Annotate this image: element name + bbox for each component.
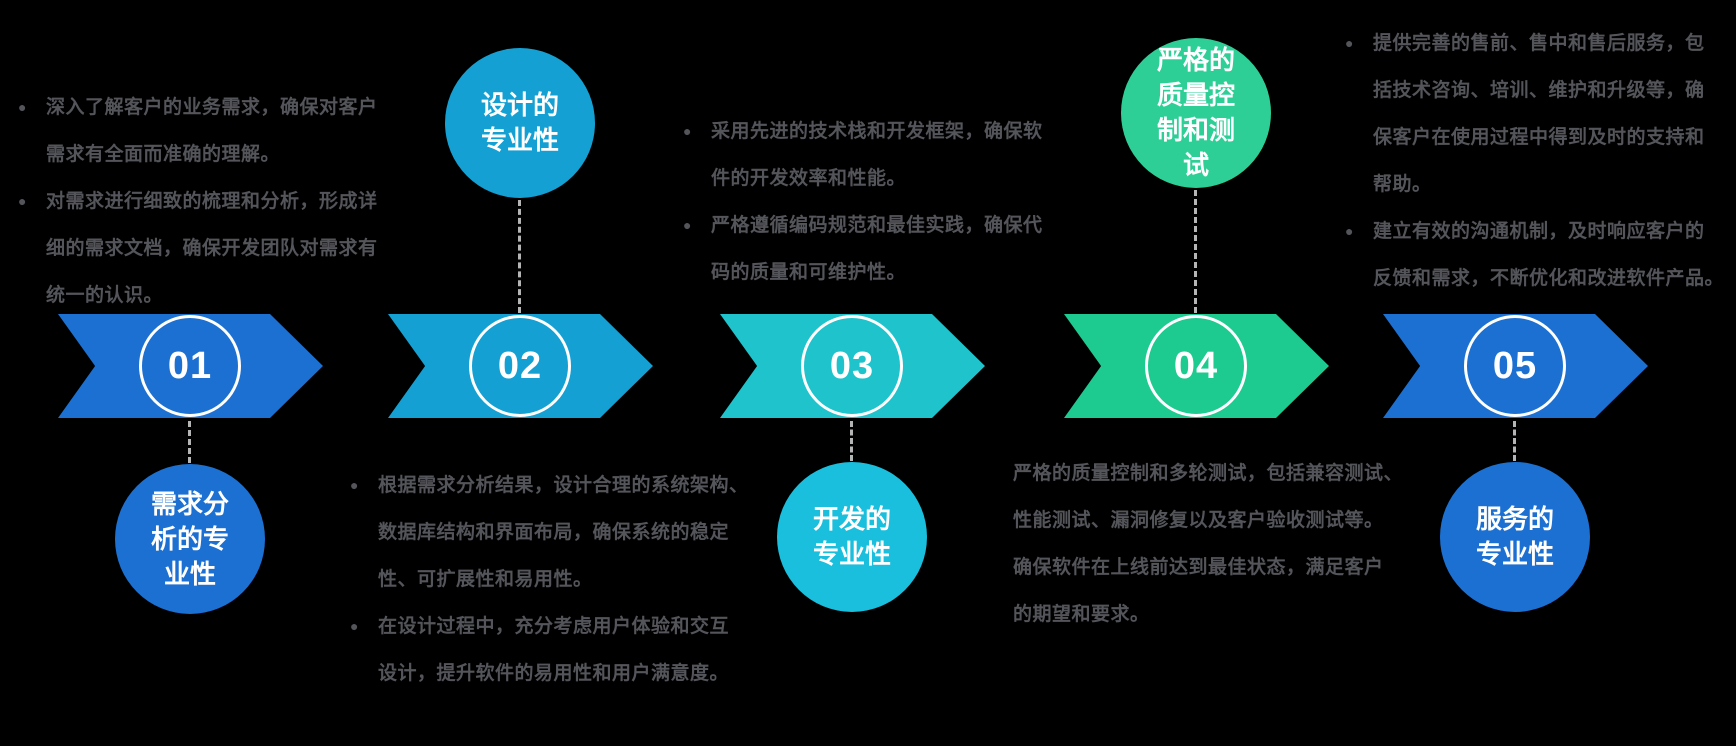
bullet-dot-icon: ●	[18, 193, 27, 209]
step-5-number: 05	[1492, 344, 1538, 387]
step-1-number: 01	[167, 344, 213, 387]
step-2-number-badge: 02	[469, 315, 571, 417]
detail-item: ● 在设计过程中，充分考虑用户体验和交互 设计，提升软件的易用性和用户满意度。	[350, 603, 749, 697]
bullet-dot-icon: ●	[683, 123, 692, 139]
step-3-number-badge: 03	[801, 315, 903, 417]
step-5-title-circle: 服务的专业性	[1440, 462, 1590, 612]
detail-text: 严格遵循编码规范和最佳实践，确保代 码的质量和可维护性。	[711, 215, 1043, 283]
step-5-dashed-connector	[1513, 421, 1516, 461]
bullet-dot-icon: ●	[1345, 35, 1354, 51]
bullet-dot-icon: ●	[1345, 223, 1354, 239]
detail-item: ● 深入了解客户的业务需求，确保对客户 需求有全面而准确的理解。	[18, 84, 378, 178]
detail-text: 对需求进行细致的梳理和分析，形成详 细的需求文档，确保开发团队对需求有 统一的认…	[46, 191, 378, 306]
step-2-title-circle: 设计的专业性	[445, 48, 595, 198]
step-3-dashed-connector	[850, 421, 853, 461]
detail-item: ● 根据需求分析结果，设计合理的系统架构、 数据库结构和界面布局，确保系统的稳定…	[350, 462, 749, 603]
detail-text: 提供完善的售前、售中和售后服务，包 括技术咨询、培训、维护和升级等，确 保客户在…	[1373, 33, 1705, 195]
detail-item: ● 严格遵循编码规范和最佳实践，确保代 码的质量和可维护性。	[683, 202, 1043, 296]
step-1-details: ● 深入了解客户的业务需求，确保对客户 需求有全面而准确的理解。 ● 对需求进行…	[18, 84, 378, 319]
step-3-title: 开发的专业性	[812, 504, 891, 569]
detail-item: ● 建立有效的沟通机制，及时响应客户的 反馈和需求，不断优化和改进软件产品。	[1345, 208, 1724, 302]
step-3-number: 03	[829, 344, 875, 387]
bullet-dot-icon: ●	[683, 217, 692, 233]
detail-text: 根据需求分析结果，设计合理的系统架构、 数据库结构和界面布局，确保系统的稳定 性…	[378, 475, 749, 590]
detail-text: 深入了解客户的业务需求，确保对客户 需求有全面而准确的理解。	[46, 97, 378, 165]
step-2-title: 设计的专业性	[480, 90, 559, 155]
step-1-number-badge: 01	[139, 315, 241, 417]
detail-item: ● 采用先进的技术栈和开发框架，确保软 件的开发效率和性能。	[683, 108, 1043, 202]
step-5-details: ● 提供完善的售前、售中和售后服务，包 括技术咨询、培训、维护和升级等，确 保客…	[1345, 20, 1724, 302]
detail-text: 严格的质量控制和多轮测试，包括兼容测试、 性能测试、漏洞修复以及客户验收测试等。…	[1013, 463, 1404, 625]
step-1-title: 需求分析的专业性	[150, 488, 229, 589]
step-4-number-badge: 04	[1145, 315, 1247, 417]
step-2-number: 02	[497, 344, 543, 387]
step-1-title-circle: 需求分析的专业性	[115, 464, 265, 614]
step-5-number-badge: 05	[1464, 315, 1566, 417]
step-4-dashed-connector	[1194, 190, 1197, 313]
detail-item: ● 对需求进行细致的梳理和分析，形成详 细的需求文档，确保开发团队对需求有 统一…	[18, 178, 378, 319]
detail-text: 采用先进的技术栈和开发框架，确保软 件的开发效率和性能。	[711, 121, 1043, 189]
step-3-details: ● 采用先进的技术栈和开发框架，确保软 件的开发效率和性能。 ● 严格遵循编码规…	[683, 108, 1043, 296]
detail-item: ● 提供完善的售前、售中和售后服务，包 括技术咨询、培训、维护和升级等，确 保客…	[1345, 20, 1724, 208]
detail-item: 严格的质量控制和多轮测试，包括兼容测试、 性能测试、漏洞修复以及客户验收测试等。…	[1013, 450, 1403, 638]
bullet-dot-icon: ●	[350, 477, 359, 493]
step-4-number: 04	[1173, 344, 1219, 387]
step-4-title-circle: 严格的质量控制和测试	[1121, 38, 1271, 188]
step-3-title-circle: 开发的专业性	[777, 462, 927, 612]
step-1-dashed-connector	[188, 421, 191, 463]
step-5-title: 服务的专业性	[1475, 504, 1554, 569]
step-2-details: ● 根据需求分析结果，设计合理的系统架构、 数据库结构和界面布局，确保系统的稳定…	[350, 462, 749, 697]
bullet-dot-icon: ●	[350, 618, 359, 634]
step-2-dashed-connector	[518, 200, 521, 313]
step-4-details: 严格的质量控制和多轮测试，包括兼容测试、 性能测试、漏洞修复以及客户验收测试等。…	[1013, 450, 1403, 638]
bullet-dot-icon: ●	[18, 99, 27, 115]
detail-text: 在设计过程中，充分考虑用户体验和交互 设计，提升软件的易用性和用户满意度。	[378, 616, 730, 684]
step-4-title: 严格的质量控制和测试	[1156, 45, 1235, 180]
detail-text: 建立有效的沟通机制，及时响应客户的 反馈和需求，不断优化和改进软件产品。	[1373, 221, 1725, 289]
